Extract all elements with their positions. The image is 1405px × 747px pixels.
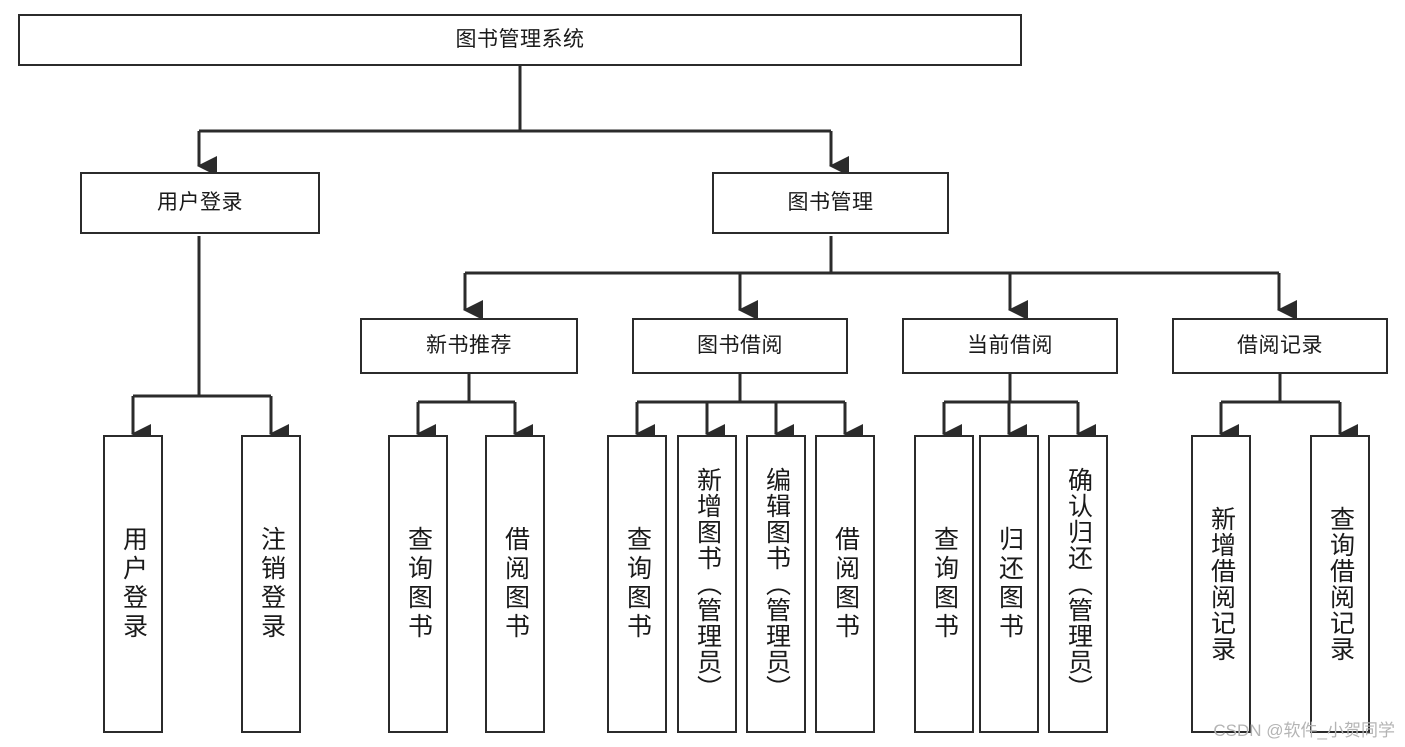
node-leaf-return-book[interactable]: 归还图书 [979,435,1039,733]
watermark-text: CSDN @软件_小贺同学 [1213,721,1395,740]
node-label: 确认归还（管理员） [1064,467,1093,701]
node-label: 查询图书 [930,526,959,642]
node-leaf-add-book[interactable]: 新增图书（管理员） [677,435,737,733]
node-leaf-borrow-book-2[interactable]: 借阅图书 [815,435,875,733]
node-leaf-user-logout[interactable]: 注销登录 [241,435,301,733]
node-new-book-recommend[interactable]: 新书推荐 [360,318,578,374]
node-label: 查询图书 [404,526,433,642]
node-label: 查询借阅记录 [1326,506,1355,662]
node-user-login[interactable]: 用户登录 [80,172,320,234]
node-label: 新书推荐 [426,334,512,358]
node-label: 图书借阅 [697,334,783,358]
node-label: 图书管理系统 [455,28,585,52]
node-leaf-user-login[interactable]: 用户登录 [103,435,163,733]
node-book-borrow[interactable]: 图书借阅 [632,318,848,374]
node-label: 用户登录 [119,526,148,642]
node-borrow-record[interactable]: 借阅记录 [1172,318,1388,374]
node-label: 借阅图书 [501,526,530,642]
node-label: 注销登录 [257,526,286,642]
node-current-borrow[interactable]: 当前借阅 [902,318,1118,374]
node-leaf-confirm-return[interactable]: 确认归还（管理员） [1048,435,1108,733]
node-leaf-borrow-book-1[interactable]: 借阅图书 [485,435,545,733]
node-label: 用户登录 [157,191,243,215]
node-label: 归还图书 [995,526,1024,642]
node-label: 新增借阅记录 [1207,506,1236,662]
node-leaf-query-book-2[interactable]: 查询图书 [607,435,667,733]
node-leaf-query-book-3[interactable]: 查询图书 [914,435,974,733]
node-book-management[interactable]: 图书管理 [712,172,949,234]
node-label: 当前借阅 [967,334,1053,358]
node-label: 图书管理 [787,191,874,215]
node-label: 编辑图书（管理员） [762,467,791,701]
node-label: 借阅图书 [831,526,860,642]
node-label: 新增图书（管理员） [693,467,722,701]
node-leaf-add-record[interactable]: 新增借阅记录 [1191,435,1251,733]
node-leaf-query-record[interactable]: 查询借阅记录 [1310,435,1370,733]
node-leaf-query-book-1[interactable]: 查询图书 [388,435,448,733]
node-label: 查询图书 [623,526,652,642]
node-root-system[interactable]: 图书管理系统 [18,14,1022,66]
node-label: 借阅记录 [1237,334,1323,358]
node-leaf-edit-book[interactable]: 编辑图书（管理员） [746,435,806,733]
